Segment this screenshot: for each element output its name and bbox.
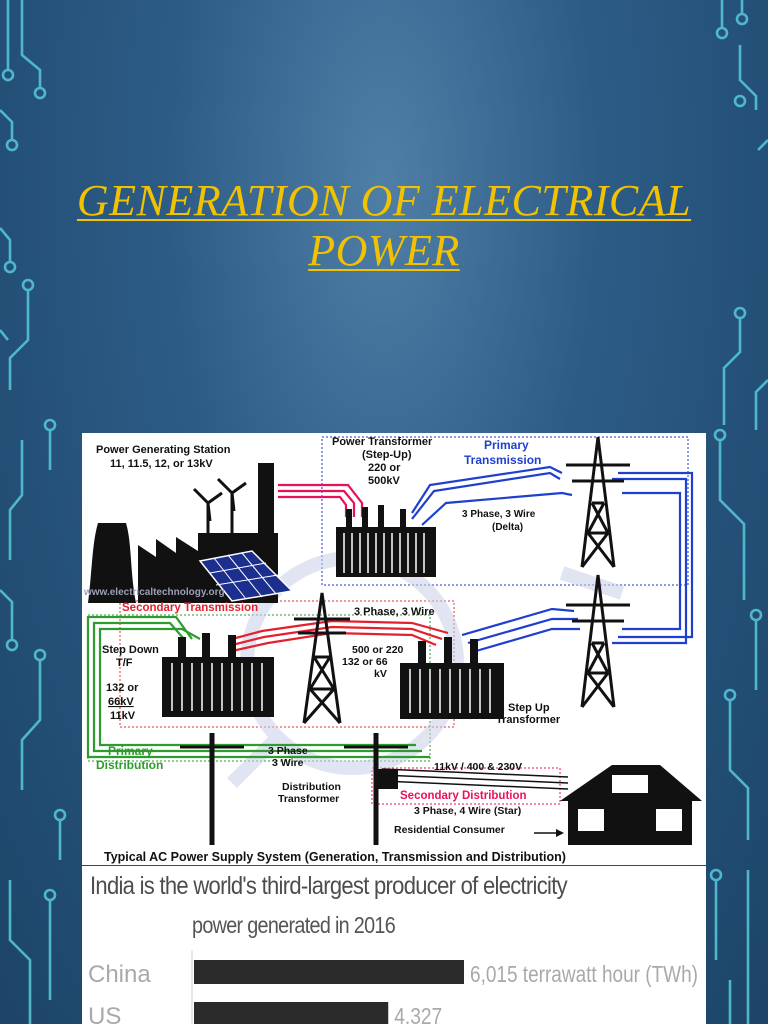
solar-panel-icon [198,550,294,602]
three-phase-label: 3 Phase [268,745,308,757]
v-132-or-label: 132 or [106,682,139,694]
primary-tower-2-icon [566,574,630,708]
slide-title-line-2: POWER [308,226,460,275]
v-132-or-66-label: 132 or 66 [342,656,388,668]
primary-region-border [321,436,689,586]
v-11kv-label: 11kV [110,710,136,722]
kv-label: kV [374,668,387,680]
watermark-text: www.electricaltechnology.org [83,587,225,598]
three-phase-delta-label: 3 Phase, 3 Wire [462,509,536,520]
secondary-tower-icon [294,592,350,724]
tf-label: T/F [116,657,133,669]
residential-label: Residential Consumer [394,824,505,836]
chart-bars: China 6,015 terrawatt hour (TWh) US 4,327 [88,950,698,1024]
step-up-transformer-icon [400,637,504,719]
four-wire-label: 3 Phase, 4 Wire (Star) [414,805,521,817]
slide-title: GENERATION OF ELECTRICAL POWER [40,176,728,276]
primary-tower-1-icon [566,436,630,568]
power-system-diagram: Power Generating Station 11, 11.5, 12, o… [82,433,706,865]
chart-category-label: US [88,1003,121,1024]
residential-house-icon [560,765,702,845]
step-up-transformer-label: Transformer [496,714,561,726]
distribution-label: Distribution [96,758,163,772]
chart-value-label: 4,327 [394,1003,442,1024]
station-label: Power Generating Station [96,444,231,456]
v-500kv-label: 500kV [368,475,400,487]
distribution-transformer-label: Transformer [278,793,339,805]
transmission-label: Transmission [464,453,541,467]
primary-label: Primary [484,438,529,452]
electricity-chart: India is the world's third-largest produ… [82,866,706,1024]
step-down-label: Step Down [102,644,159,656]
power-transformer-icon [336,505,436,577]
three-wire-label: 3 Wire [272,757,304,769]
diagram-caption: Typical AC Power Supply System (Generati… [104,850,566,864]
secondary-dist-border [371,767,561,805]
chart-subtitle: power generated in 2016 [192,912,396,938]
distribution-transformer-icon [378,769,398,789]
chart-bar [194,1002,389,1024]
power-transformer-label: Power Transformer [332,436,433,448]
chart-value-label: 6,015 terrawatt hour (TWh) [470,961,698,987]
step-up-line-label: Step Up [508,702,550,714]
delta-label: (Delta) [492,522,523,533]
step-down-transformer-icon [162,633,274,717]
v-500-or-220-label: 500 or 220 [352,644,404,656]
step-up-label: (Step-Up) [362,449,412,461]
v-220-or-label: 220 or [368,462,401,474]
primary-distribution-label: Primary [108,744,153,758]
low-voltage-label: 11kV / 400 & 230V [434,761,522,773]
distribution-transformer-line-label: Distribution [282,781,341,793]
secondary-transmission-label: Secondary Transmission [122,602,258,614]
secondary-distribution-label: Secondary Distribution [400,790,527,802]
three-phase-three-wire-label: 3 Phase, 3 Wire [354,606,435,618]
chart-category-label: China [88,961,151,988]
chart-bar [194,960,464,984]
station-voltage: 11, 11.5, 12, or 13kV [110,458,213,470]
v-66kv-label: 66kV [108,696,134,708]
wind-turbine-icon [192,477,247,543]
chart-title: India is the world's third-largest produ… [90,872,568,900]
slide-title-line-1: GENERATION OF ELECTRICAL [76,176,692,225]
